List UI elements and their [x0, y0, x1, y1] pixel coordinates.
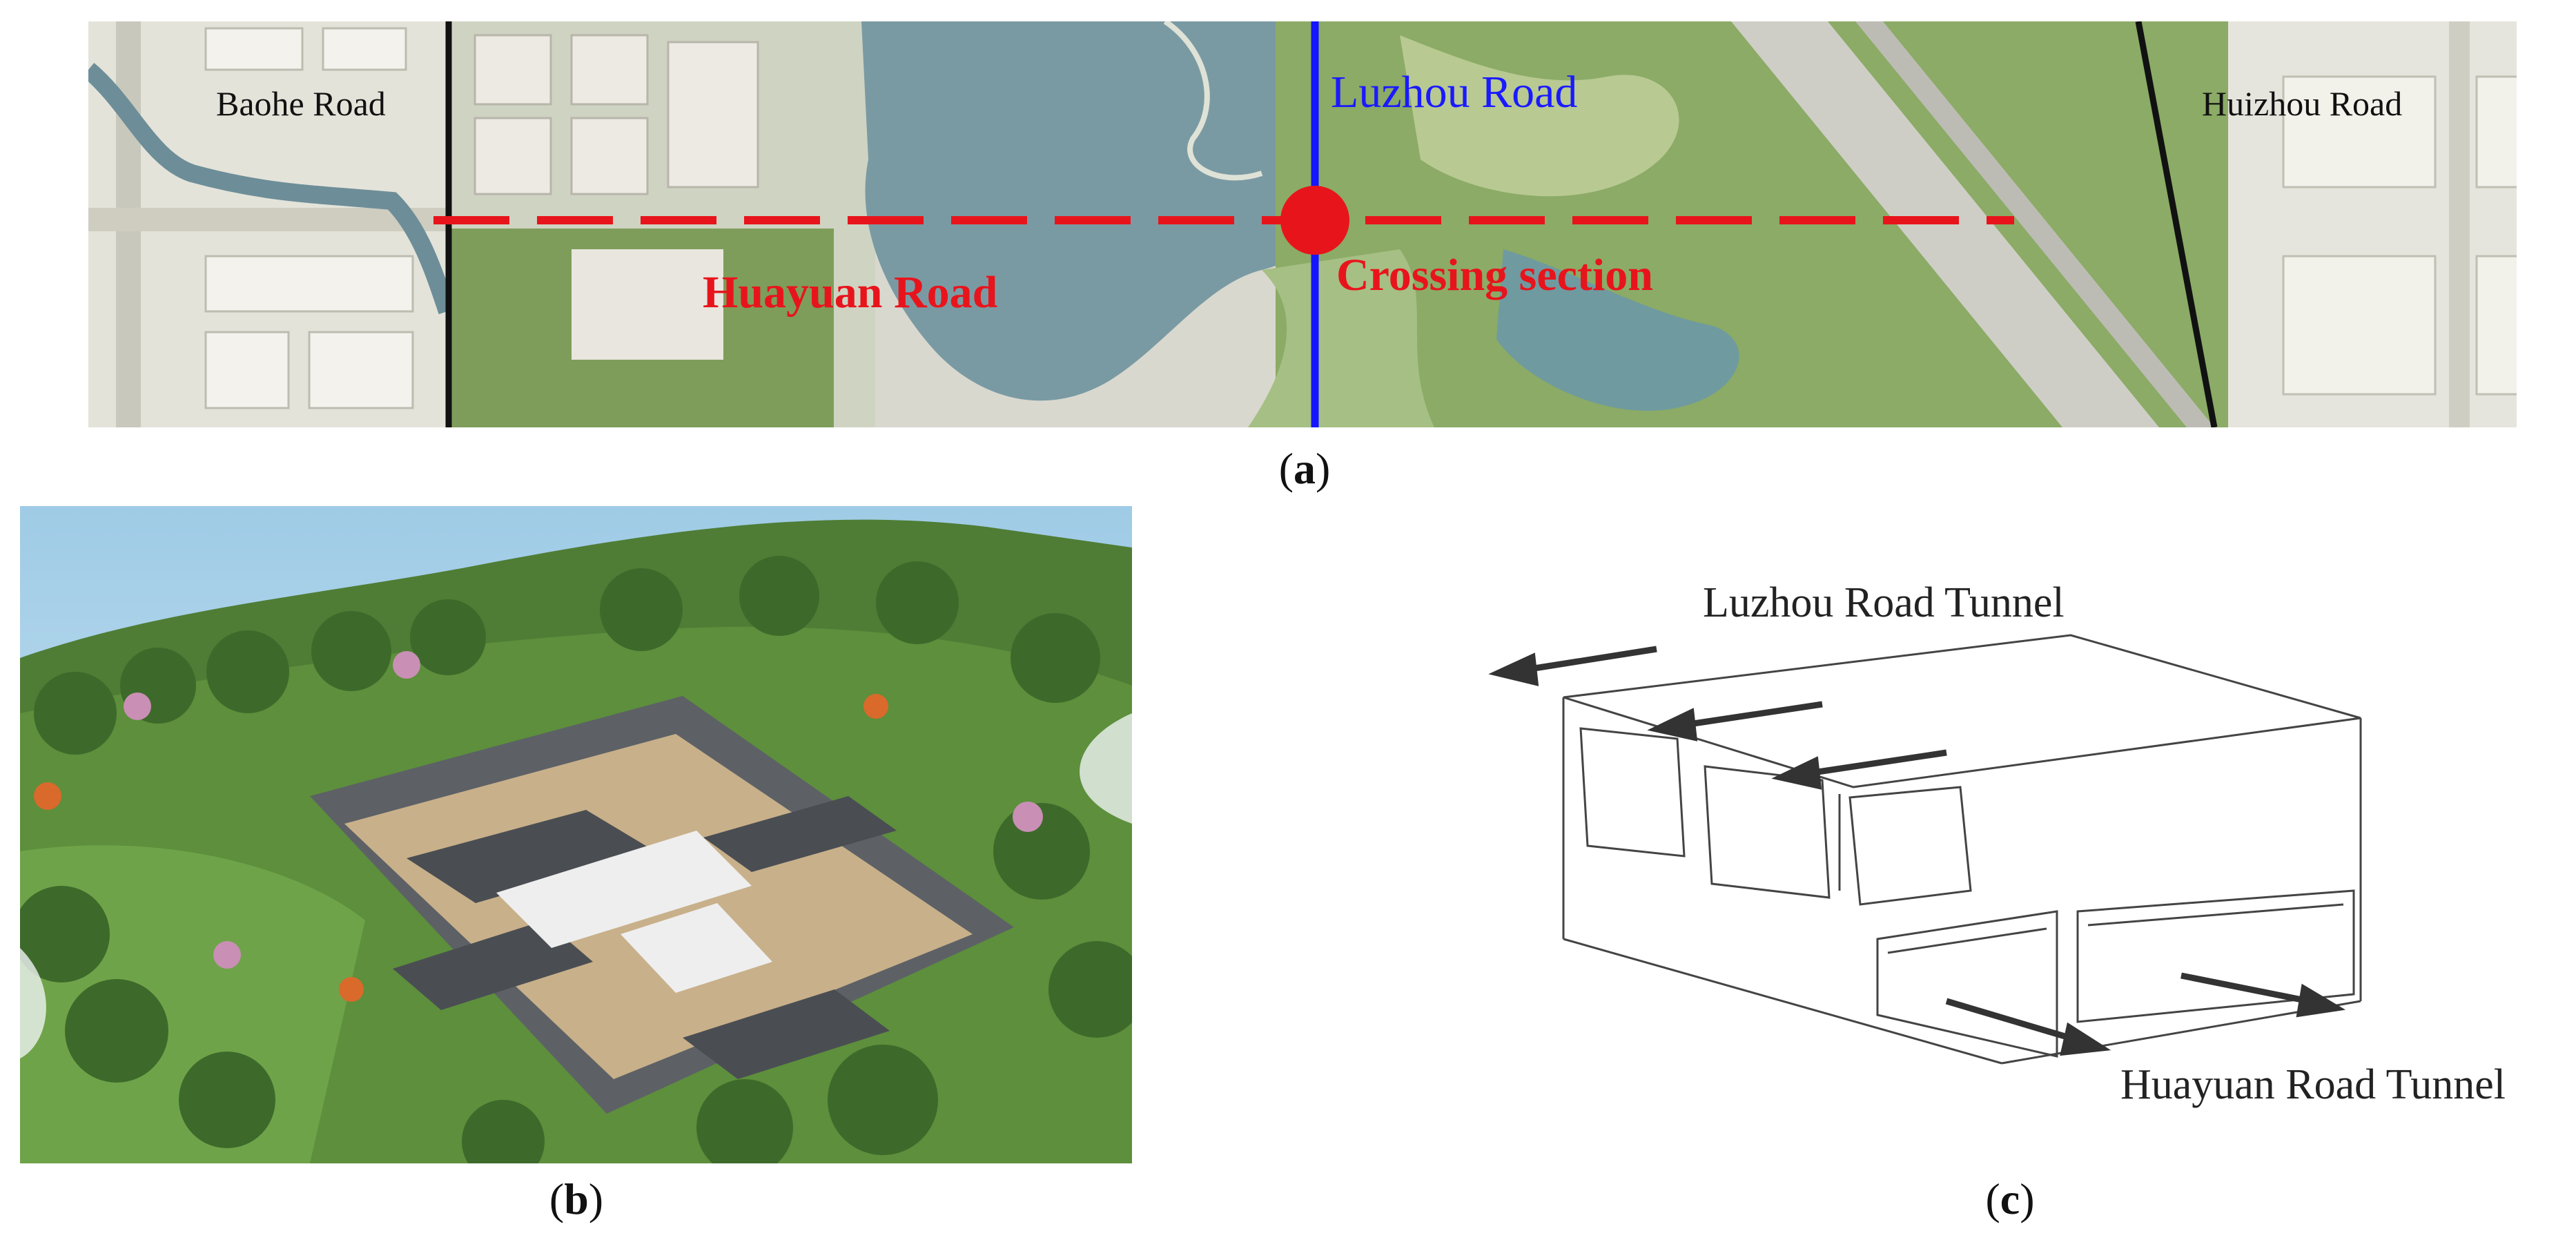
excavation-rendering-image — [20, 506, 1132, 1163]
caption-c: (c) — [1985, 1174, 2035, 1223]
huayuan-tunnel-label: Huayuan Road Tunnel — [2120, 1061, 2506, 1108]
caption-a: (a) — [1278, 444, 1331, 493]
caption-b: (b) — [549, 1174, 604, 1223]
huizhou-road-label: Huizhou Road — [2202, 84, 2403, 123]
baohe-road-label: Baohe Road — [216, 84, 386, 123]
tunnel-schematic-panel: Luzhou Road Tunnel Huayuan Road Tunnel — [1463, 566, 2576, 1132]
site-map-image — [88, 21, 2517, 427]
tunnel-schematic-diagram — [1488, 634, 2362, 1065]
luzhou-road-label: Luzhou Road — [1331, 67, 1578, 117]
site-map-panel: Baohe Road Luzhou Road Huizhou Road Huay… — [88, 21, 2517, 427]
luzhou-tunnel-label: Luzhou Road Tunnel — [1703, 579, 2065, 626]
huayuan-road-label: Huayuan Road — [703, 267, 998, 318]
excavation-rendering-panel — [20, 506, 1132, 1163]
crossing-section-label: Crossing section — [1336, 250, 1653, 300]
